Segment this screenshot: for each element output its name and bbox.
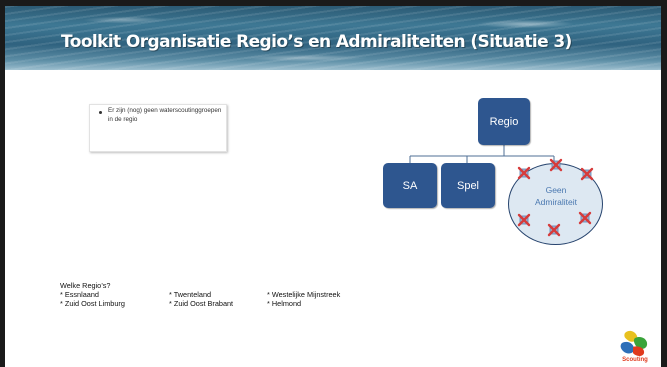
slide: Toolkit Organisatie Regio’s en Admiralit… bbox=[5, 6, 661, 367]
cross-mark-icon bbox=[580, 167, 594, 181]
regio-item: * Zuid Oost Limburg bbox=[60, 298, 125, 308]
spel-box: Spel bbox=[441, 163, 495, 208]
note-text: Er zijn (nog) geen waterscoutinggroepen … bbox=[108, 107, 222, 123]
note-box: Er zijn (nog) geen waterscoutinggroepen … bbox=[89, 104, 227, 152]
spel-label: Spel bbox=[456, 179, 480, 192]
regio-list-col1: * Essnlaand * Zuid Oost Limburg bbox=[60, 290, 125, 308]
bullet-icon bbox=[99, 111, 102, 114]
regio-item: * Essnlaand bbox=[60, 290, 99, 299]
regio-item: * Helmond bbox=[267, 298, 302, 308]
regio-list-col2: * Twenteland * Zuid Oost Brabant bbox=[169, 290, 234, 308]
geen-admiraliteit-label: Geen Admiraliteit bbox=[534, 185, 578, 207]
regios-heading: Welke Regio’s? bbox=[60, 281, 111, 290]
cross-mark-icon bbox=[549, 158, 563, 172]
regio-item: * Twenteland bbox=[169, 290, 212, 299]
regio-item: * Westelijke Mijnstreek bbox=[267, 290, 341, 299]
regio-label: Regio bbox=[489, 115, 519, 128]
title-banner bbox=[5, 6, 661, 70]
regio-item: * Zuid Oost Brabant bbox=[169, 298, 234, 308]
regio-list-col3: * Westelijke Mijnstreek * Helmond bbox=[267, 290, 341, 308]
org-chart-connectors bbox=[409, 145, 555, 163]
regio-box: Regio bbox=[478, 98, 530, 145]
scouting-logo-icon bbox=[620, 330, 648, 356]
cross-mark-icon bbox=[578, 211, 592, 225]
sa-label: SA bbox=[402, 179, 418, 192]
cross-mark-icon bbox=[517, 166, 531, 180]
cross-mark-icon bbox=[547, 223, 561, 237]
scouting-logo-text: Scouting bbox=[622, 357, 648, 363]
slide-title: Toolkit Organisatie Regio’s en Admiralit… bbox=[61, 32, 572, 52]
cross-mark-icon bbox=[517, 213, 531, 227]
sa-box: SA bbox=[383, 163, 437, 208]
